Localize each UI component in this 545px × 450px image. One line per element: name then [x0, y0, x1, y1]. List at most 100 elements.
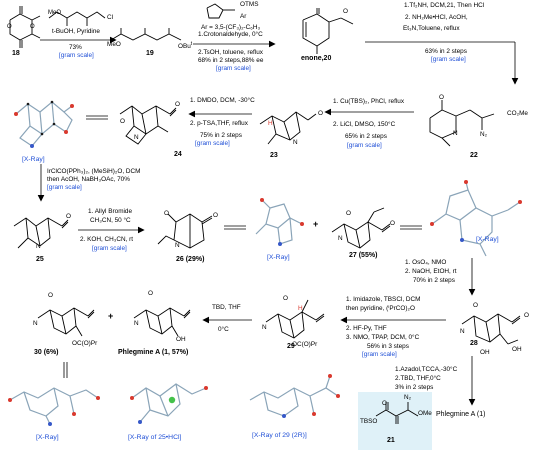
yield-70: 70% in 2 steps [413, 277, 455, 284]
xray-structure-4 [8, 387, 100, 426]
compound-18-label: 18 [12, 50, 20, 57]
phlegmine-a-label: Phlegmine A (1, 57%) [118, 349, 189, 356]
catalyst-ar-def: Ar = 3,5-(CF₃)₂-C₆H₃ [201, 24, 261, 31]
compound-29-structure [265, 299, 325, 339]
compound-20-structure [302, 8, 354, 54]
compound-29-label: 29 [287, 343, 295, 350]
compound-24-n: N [134, 134, 139, 141]
xray-label-1: [X-Ray] [22, 156, 45, 163]
compound-24-o2: O [120, 118, 125, 125]
compound-27-structure [331, 207, 391, 249]
compound-29-n: N [262, 324, 267, 331]
xray-structure-25-hcl [130, 383, 208, 424]
arrow-22-23 [324, 108, 414, 116]
yield-65: 65% in 2 steps [345, 133, 387, 140]
compound-22-n: N [453, 130, 458, 137]
compound-30-n: N [33, 320, 38, 327]
pyridine-step: then pyridine, (ⁱPrCO)₂O [346, 305, 415, 312]
naoh-step: 2. NaOH, EtOH, rt [405, 268, 457, 275]
equals-sign-4 [63, 362, 68, 378]
gram-scale-5: [gram scale] [347, 142, 382, 149]
xray-structure-1 [14, 100, 74, 148]
gram-scale-2: [gram scale] [216, 65, 251, 72]
nh2me-step: 2. NH₂Me•HCl, AcOH, [405, 14, 468, 21]
compound-23-n: N [293, 139, 298, 146]
zero-c-step: 0°C [218, 326, 229, 333]
compound-25-n: N [36, 243, 41, 250]
reagent-21-o: O [382, 400, 387, 407]
imidazole-step: 1. Imidazole, TBSCl, DCM [346, 296, 421, 303]
yield-75: 75% in 2 steps [200, 132, 242, 139]
gram-scale-4: [gram scale] [195, 140, 230, 147]
compound-25-structure [13, 217, 69, 249]
compound-28-structure [461, 313, 521, 345]
arrow-18-19 [40, 36, 117, 44]
tbd-thf-step: TBD, THF [212, 304, 241, 311]
compound-28-label: 28 [470, 340, 478, 347]
compound-24-label: 24 [174, 151, 182, 158]
compound-19-meo: MeO [107, 41, 121, 48]
compound-22-o: O [439, 94, 444, 101]
compound-28-n: N [460, 328, 465, 335]
tbd2-step: 2.TBD, THF,0°C [395, 375, 441, 382]
compound-30-label: 30 (6%) [34, 349, 59, 356]
oso4-step: 1. OsO₄, NMO [405, 259, 447, 266]
phlegmine-a-o: O [148, 290, 153, 297]
compound-26-structure [157, 213, 213, 249]
svg-text:MeO: MeO [48, 10, 61, 16]
arrow-20-22 [365, 41, 519, 85]
yield-3: 3% in 2 steps [395, 384, 434, 391]
xray-label-3: [X-Ray] [476, 236, 499, 243]
compound-29-ocopr: OC(O)Pr [292, 341, 318, 348]
equals-sign-3 [400, 225, 422, 230]
compound-20-o: O [343, 8, 348, 15]
plus-sign-2: + [108, 311, 114, 321]
compound-22-co2me: CO₂Me [507, 110, 528, 117]
arrow-25-26 [78, 226, 145, 234]
tbuoh-conditions: t-BuOH, Pyridine [52, 28, 100, 35]
hf-py-step: 2. HF-Py, THF [346, 325, 387, 332]
compound-30-o1: O [48, 292, 53, 299]
yield-68: 68% in 2 steps,88% ee [198, 57, 264, 64]
crotonaldehyde-step: 1.Crotonaldehyde, 0°C [198, 31, 263, 38]
catalyst-structure [206, 3, 235, 19]
arrow-23-24 [188, 110, 252, 118]
compound-26-label: 26 (29%) [176, 256, 205, 263]
svg-text:O: O [30, 24, 35, 30]
compound-19-label: 19 [146, 50, 154, 57]
equals-sign-2 [224, 225, 246, 230]
reagent-21-n2: N₂ [404, 394, 412, 401]
phlegmine-a-oh: OH [176, 336, 186, 343]
nmo-tpap-step: 3. NMO, TPAP, DCM, 0°C [346, 334, 420, 341]
arrow-27-28 [468, 258, 476, 296]
phlegmine-a-structure [133, 307, 191, 337]
arrow-19-20 [193, 40, 276, 48]
licl-step: 2. LiCl, DMSO, 150°C [333, 121, 396, 128]
phlegmine-a-n: N [134, 320, 139, 327]
tf2nh-step: 1.Tf₂NH, DCM,21, Then HCl [404, 2, 485, 9]
xray-label-29: [X-Ray of 29 (2R)] [252, 432, 307, 439]
compound-23-label: 23 [270, 152, 278, 159]
arrow-28-29 [340, 316, 446, 324]
phlegmine-a-final: Phlegmine A (1) [436, 411, 486, 418]
compound-20-label: enone,20 [301, 55, 332, 62]
ir-catalyst-step: IrClCO(PPh₃)₂, (MeSiH)₂O, DCM [47, 168, 141, 175]
arrow-24-25 [37, 164, 45, 202]
compound-28-oh1: OH [512, 346, 522, 353]
catalyst-otms: OTMS [240, 1, 259, 8]
yield-63: 63% in 2 steps [425, 48, 467, 55]
compound-26-o1: O [213, 212, 218, 219]
compound-25-o: O [66, 213, 71, 220]
compound-25-label: 25 [36, 256, 44, 263]
compound-29-h: H [298, 305, 303, 312]
gram-scale-8: [gram scale] [362, 351, 397, 358]
svg-text:O: O [7, 24, 12, 30]
koh-step: 2. KOH, CH₃CN, rt [80, 236, 134, 243]
dmdo-step: 1. DMDO, DCM, -30°C [190, 97, 255, 104]
gram-scale-3: [gram scale] [431, 56, 466, 63]
arrow-28-1 [468, 356, 476, 406]
compound-23-h: H [268, 120, 273, 127]
ir-then-step: then AcOH, NaBH₃OAc, 70% [47, 176, 130, 183]
xray-structure-2 [255, 198, 304, 246]
